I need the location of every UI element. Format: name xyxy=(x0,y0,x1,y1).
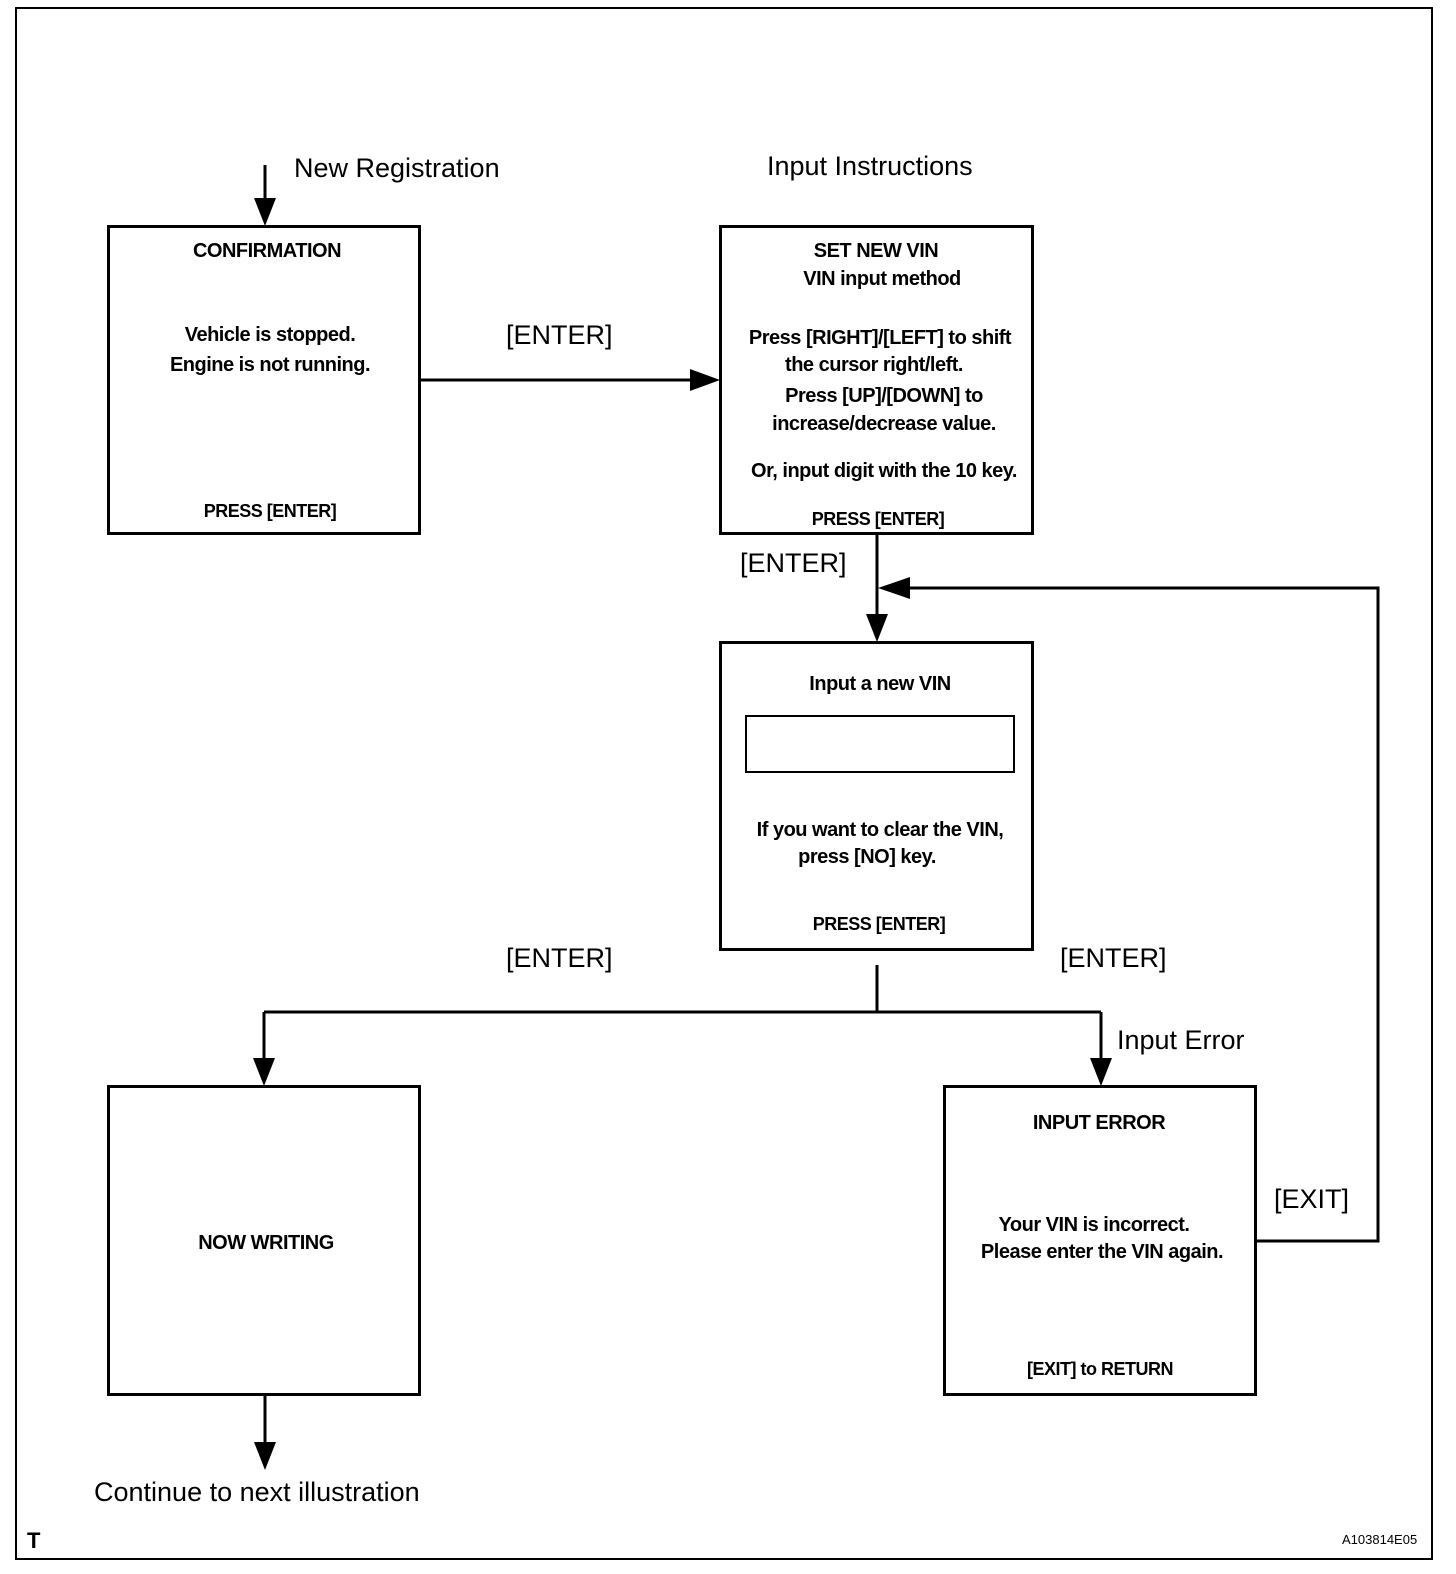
set-new-vin-line2: the cursor right/left. xyxy=(785,354,963,376)
confirmation-line2: Engine is not running. xyxy=(169,354,371,376)
enter-label-left-branch: [ENTER] xyxy=(506,943,613,973)
input-vin-title: Input a new VIN xyxy=(809,673,951,695)
input-error-line1: Your VIN is incorrect. xyxy=(998,1214,1190,1236)
figure-code: A103814E05 xyxy=(1342,1532,1418,1547)
set-new-vin-line4: increase/decrease value. xyxy=(772,413,996,435)
set-new-vin-title: SET NEW VIN xyxy=(813,240,939,262)
entry-arrowhead xyxy=(254,198,276,226)
confirm-to-setvin-arrowhead xyxy=(690,369,720,391)
input-error-footer: [EXIT] to RETURN xyxy=(1027,1359,1173,1379)
confirmation-title: CONFIRMATION xyxy=(192,240,342,262)
branch-right-arrowhead xyxy=(1090,1058,1112,1086)
illustration-frame xyxy=(15,7,1433,1560)
now-writing-title: NOW WRITING xyxy=(198,1232,334,1254)
exit-loop-arrowhead xyxy=(878,577,910,599)
enter-label-setvin: [ENTER] xyxy=(740,548,847,578)
confirmation-screen: CONFIRMATION Vehicle is stopped. Engine … xyxy=(107,225,421,535)
setvin-to-input-arrowhead xyxy=(866,614,888,642)
exit-label: [EXIT] xyxy=(1274,1184,1350,1214)
input-vin-line2: press [NO] key. xyxy=(798,846,936,868)
corner-mark-left: T xyxy=(27,1528,41,1553)
set-new-vin-footer: PRESS [ENTER] xyxy=(811,509,945,529)
exit-loop-line xyxy=(905,586,1380,1243)
set-new-vin-screen: SET NEW VIN VIN input method Press [RIGH… xyxy=(719,225,1034,535)
set-new-vin-line1: Press [RIGHT]/[LEFT] to shift xyxy=(748,327,1012,349)
set-new-vin-line5: Or, input digit with the 10 key. xyxy=(751,460,1017,482)
set-new-vin-subtitle: VIN input method xyxy=(803,268,961,290)
enter-label-right-branch: [ENTER] xyxy=(1060,943,1167,973)
input-error-label: Input Error xyxy=(1117,1025,1245,1055)
input-error-screen: INPUT ERROR Your VIN is incorrect. Pleas… xyxy=(943,1085,1257,1396)
confirmation-footer: PRESS [ENTER] xyxy=(203,501,337,521)
input-vin-line1: If you want to clear the VIN, xyxy=(756,819,1004,841)
new-registration-label: New Registration xyxy=(294,153,500,183)
input-instructions-label: Input Instructions xyxy=(767,151,973,181)
input-error-line2: Please enter the VIN again. xyxy=(980,1241,1224,1263)
now-writing-screen: NOW WRITING xyxy=(107,1085,421,1396)
confirmation-line1: Vehicle is stopped. xyxy=(184,324,356,346)
continue-label: Continue to next illustration xyxy=(94,1477,420,1507)
continue-arrowhead xyxy=(254,1442,276,1470)
vin-input-field[interactable] xyxy=(745,715,1015,773)
input-vin-screen: Input a new VIN If you want to clear the… xyxy=(719,641,1034,951)
input-vin-footer: PRESS [ENTER] xyxy=(812,914,946,934)
branch-left-arrowhead xyxy=(253,1058,275,1086)
set-new-vin-line3: Press [UP]/[DOWN] to xyxy=(785,385,983,407)
input-error-title: INPUT ERROR xyxy=(1032,1112,1166,1134)
enter-label-confirm: [ENTER] xyxy=(506,320,613,350)
